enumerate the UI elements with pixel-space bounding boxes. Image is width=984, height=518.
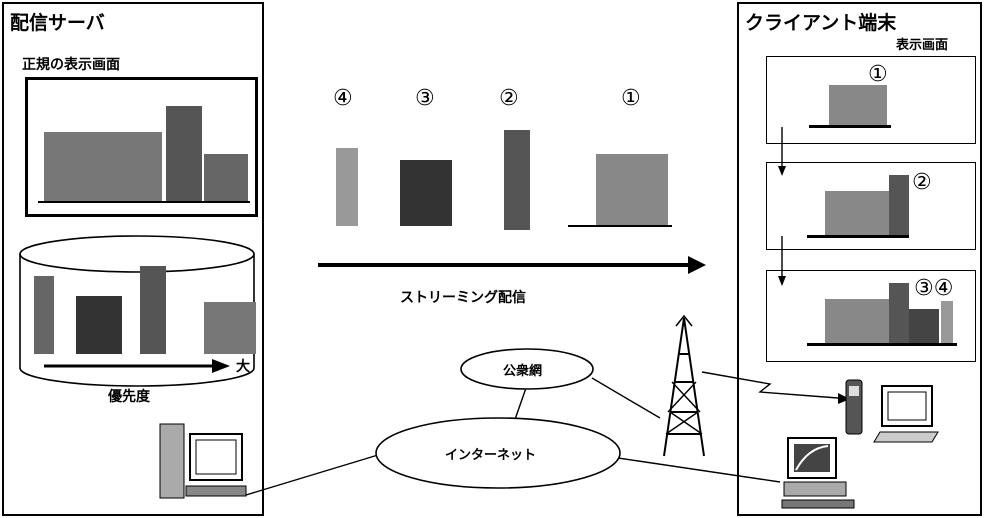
- mobile-phone-laptop-icon: [845, 379, 939, 443]
- client-frame-2-number: ②: [912, 170, 932, 195]
- client-frame-3: [766, 270, 976, 362]
- stream-order-3: ③: [415, 86, 435, 111]
- client-panel: [737, 2, 982, 516]
- client-frame-1-number: ①: [868, 62, 888, 87]
- building-scene-image: [38, 106, 250, 203]
- priority-large-label: 大: [236, 359, 250, 375]
- stream-order-4: ④: [333, 86, 353, 111]
- priority-database: [19, 235, 256, 387]
- client-frame-1: [766, 56, 976, 144]
- regular-display-screen: [25, 77, 258, 217]
- internet-ellipse: [375, 417, 621, 489]
- client-frame-1-image: [809, 85, 891, 128]
- public-network-ellipse: [460, 348, 594, 390]
- internet-label: インターネット: [445, 448, 537, 463]
- desktop-computer-icon: [781, 437, 855, 509]
- radio-tower-icon: [663, 314, 705, 457]
- stream-building-images: [336, 130, 672, 230]
- server-computer-icon: [159, 423, 247, 499]
- client-frame-2-image: [807, 175, 909, 238]
- stream-order-1: ①: [621, 86, 641, 111]
- stream-order-2: ②: [499, 86, 519, 111]
- streaming-label: ストリーミング配信: [400, 290, 526, 306]
- priority-label: 優先度: [108, 389, 150, 405]
- client-screen-label: 表示画面: [896, 38, 949, 53]
- client-title: クライアント端末: [745, 12, 897, 34]
- client-frame-3-image: [807, 283, 957, 346]
- server-screen-label: 正規の表示画面: [22, 57, 120, 73]
- server-panel: [2, 2, 264, 516]
- client-frame-3-number: ③④: [914, 276, 954, 301]
- client-frame-2: [766, 162, 976, 250]
- server-title: 配信サーバ: [10, 12, 105, 34]
- public-network-label: 公衆網: [503, 364, 543, 379]
